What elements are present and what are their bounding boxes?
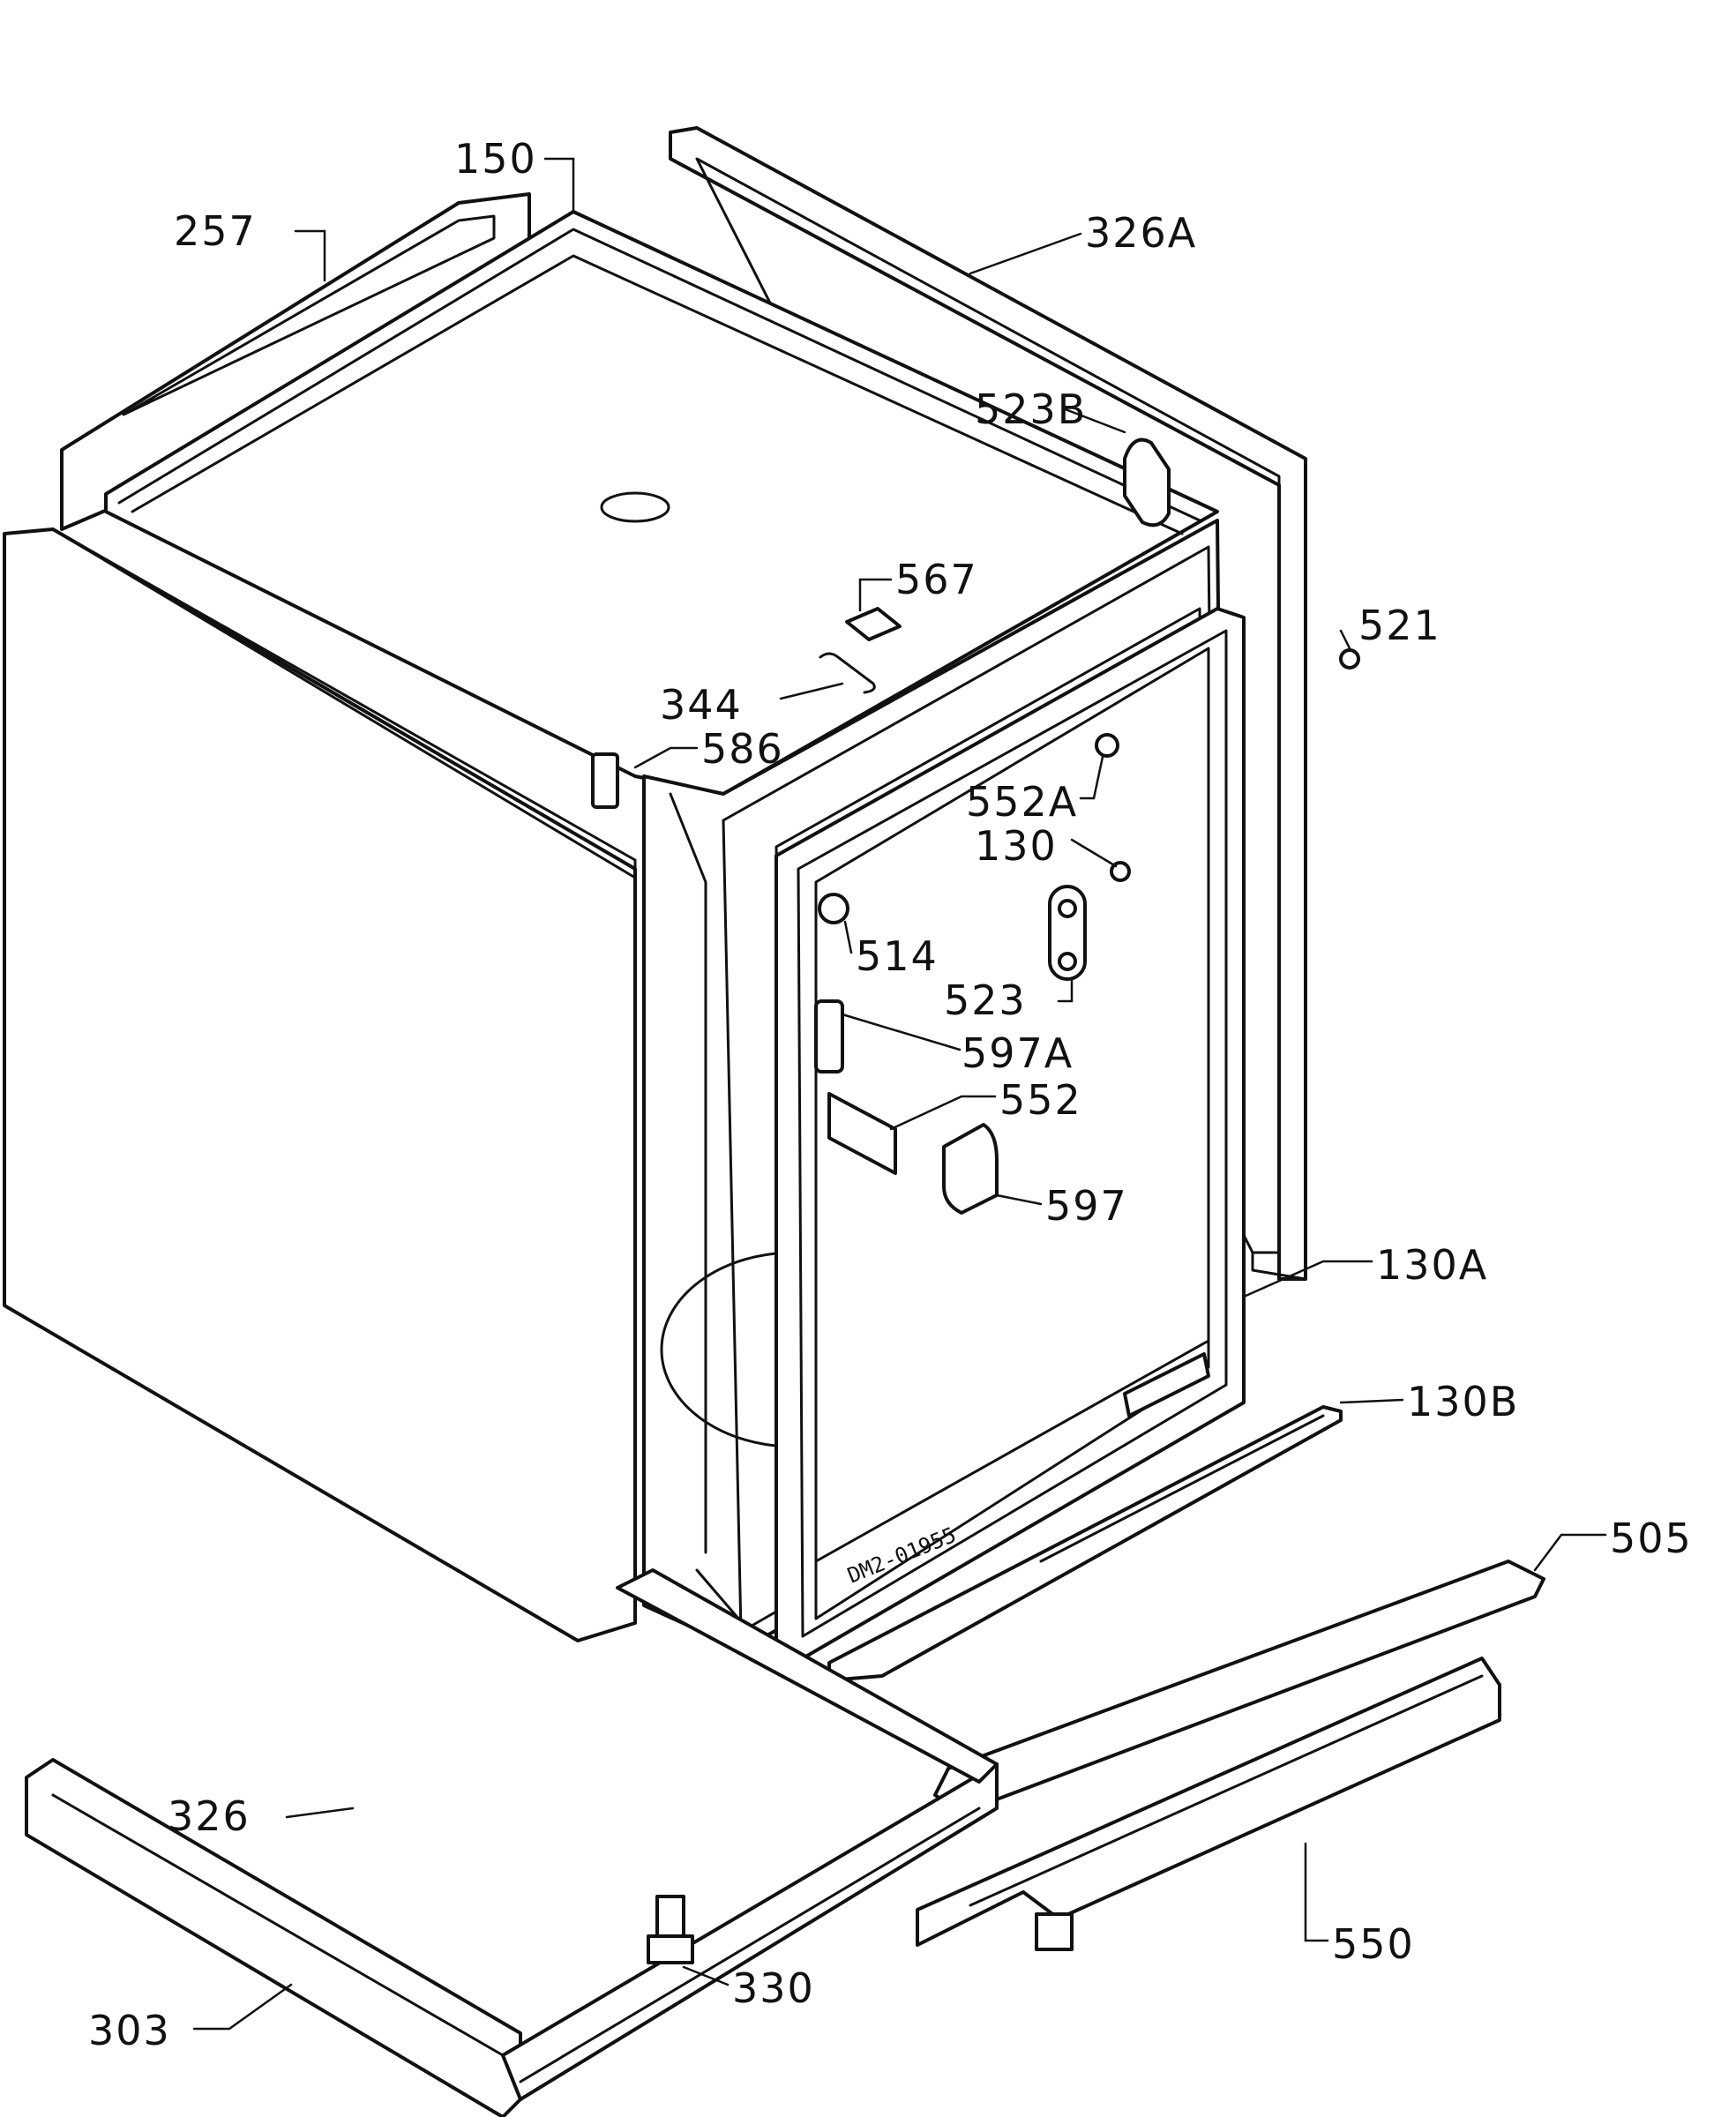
label-521: 521: [1358, 602, 1441, 649]
label-586: 586: [701, 725, 784, 773]
label-550: 550: [1332, 1920, 1415, 1968]
label-326: 326: [168, 1792, 251, 1840]
label-130: 130: [975, 822, 1058, 870]
side-panel-326: [3, 527, 637, 1642]
label-514: 514: [856, 932, 939, 980]
label-344: 344: [660, 681, 743, 729]
label-330: 330: [732, 1964, 815, 2012]
label-150: 150: [454, 135, 537, 183]
label-567: 567: [895, 556, 978, 603]
label-597: 597: [1045, 1182, 1128, 1230]
label-130a: 130A: [1376, 1241, 1488, 1289]
rail-505: [933, 1560, 1545, 1814]
label-257: 257: [174, 207, 257, 255]
label-552: 552: [999, 1076, 1082, 1124]
part-labels: 150 257 326A 523B 567 521 344 586 552A 1…: [88, 135, 1693, 2054]
base-rail-550: [916, 1657, 1501, 1951]
label-505: 505: [1610, 1515, 1693, 1562]
seal-rails: [827, 1352, 1343, 1682]
label-303: 303: [88, 2007, 171, 2054]
label-326a: 326A: [1085, 209, 1197, 257]
small-parts: [591, 438, 1360, 1215]
label-597a: 597A: [962, 1029, 1074, 1077]
label-523b: 523B: [975, 385, 1087, 433]
label-523: 523: [944, 976, 1027, 1024]
leader-lines: [192, 157, 1607, 2031]
label-552a: 552A: [966, 778, 1078, 826]
base-frame-303: [25, 1568, 999, 2117]
label-130b: 130B: [1407, 1378, 1519, 1425]
